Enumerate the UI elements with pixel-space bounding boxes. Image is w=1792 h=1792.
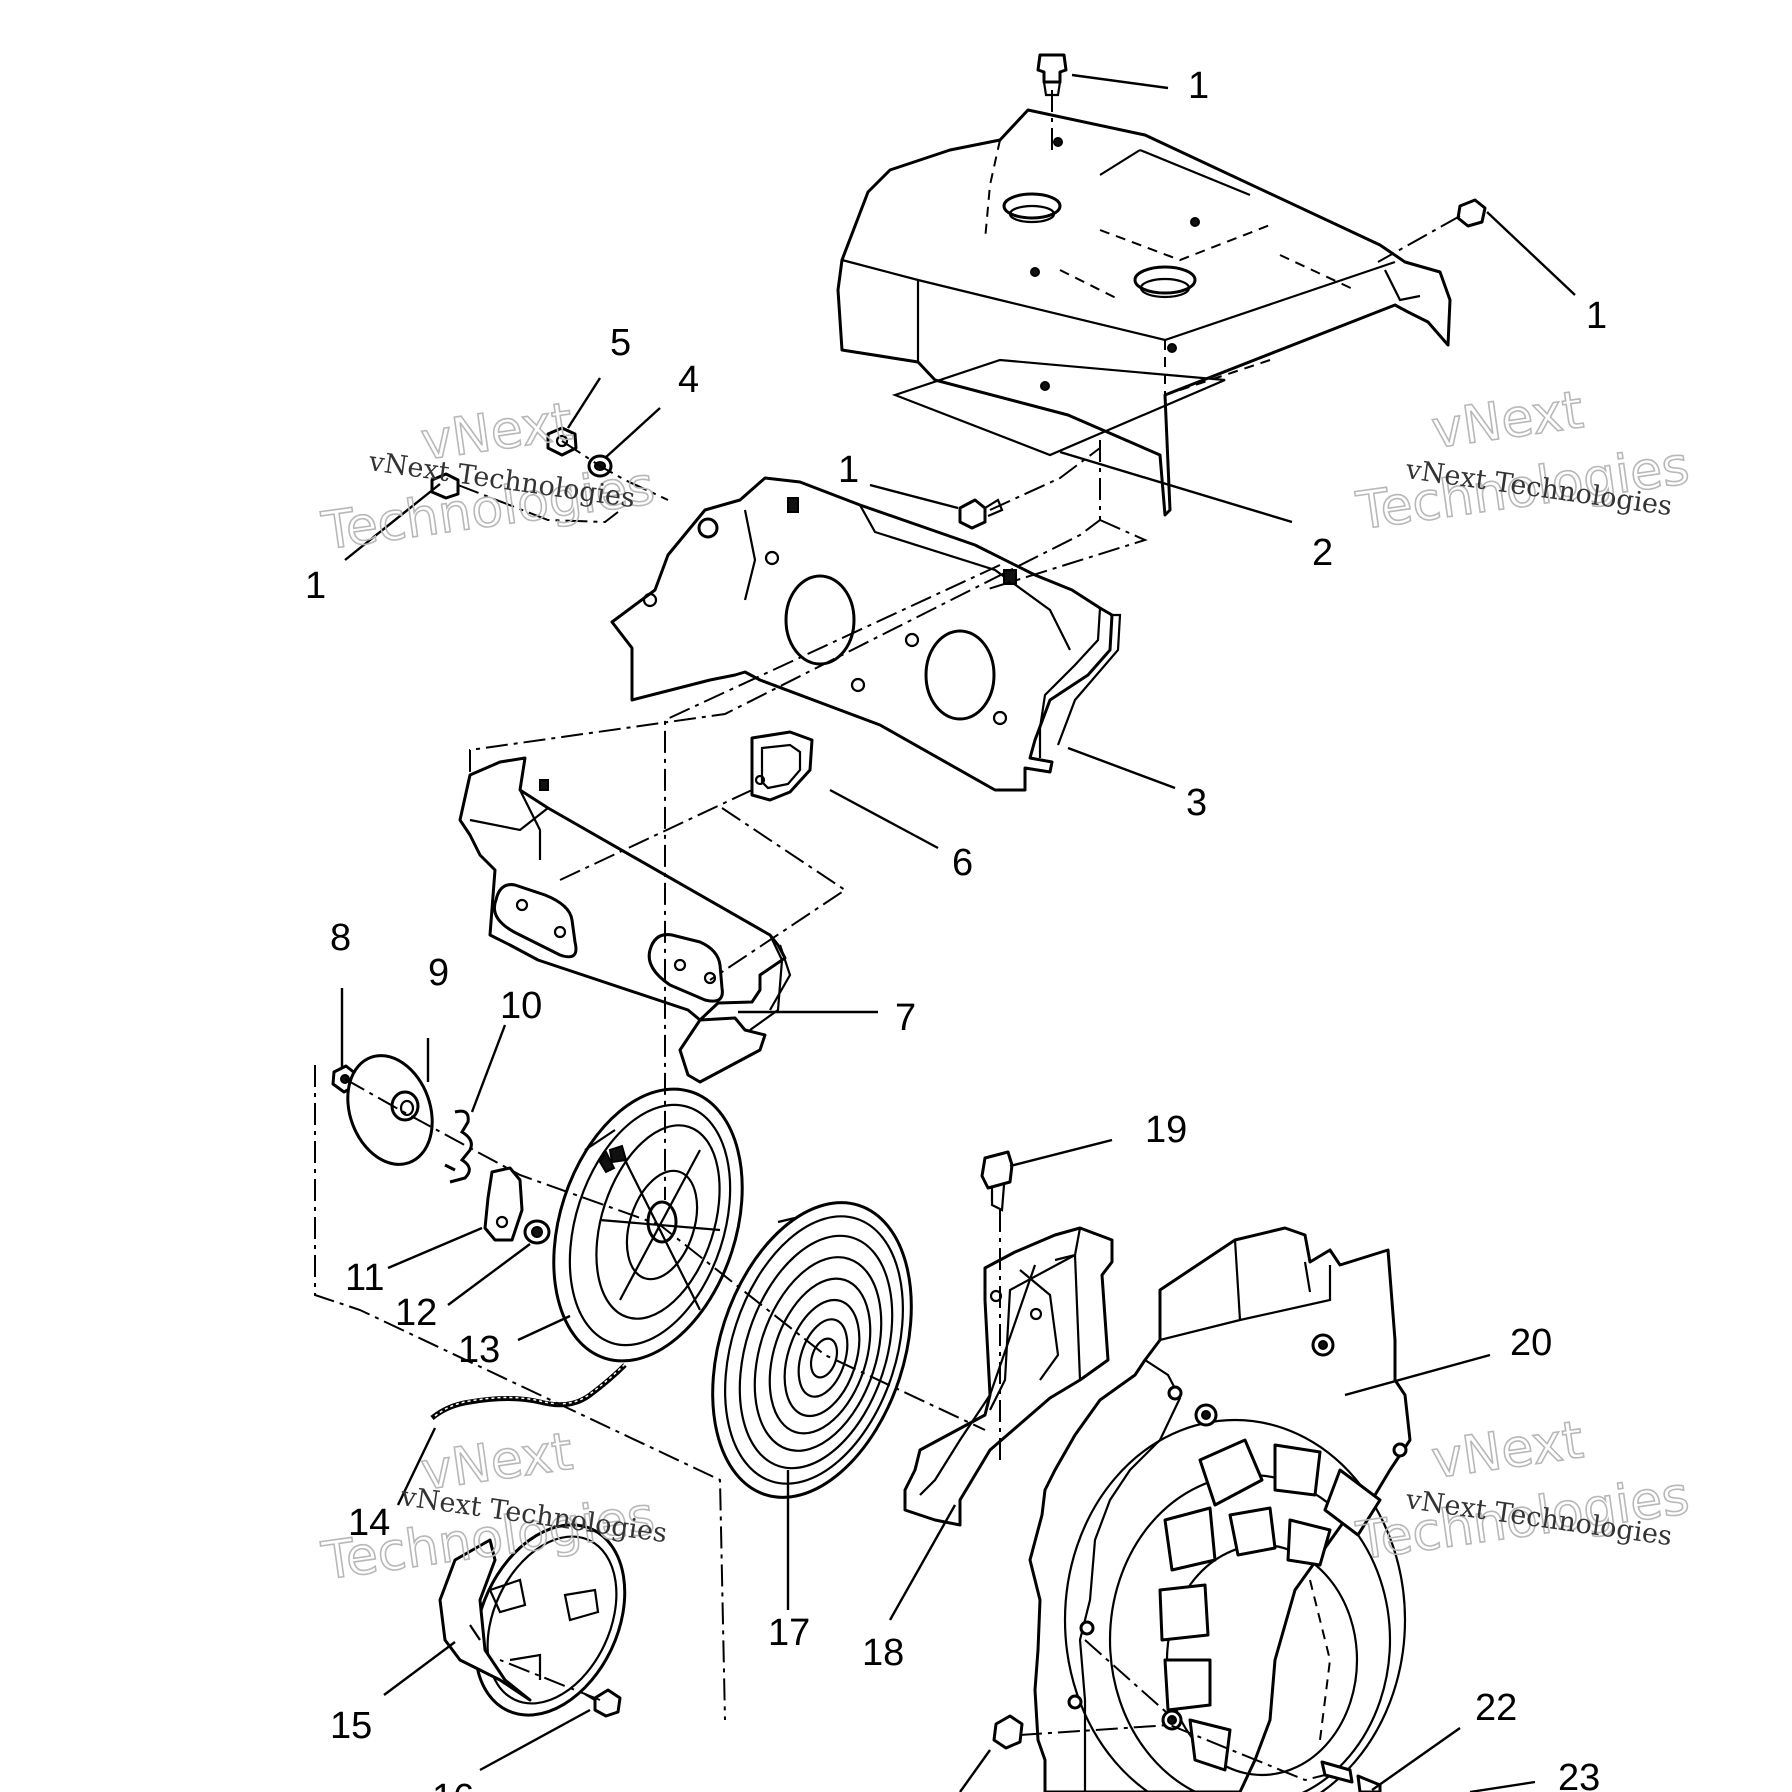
rope-part-14 <box>430 1363 627 1420</box>
callout-23: 23 <box>1558 1757 1600 1792</box>
callout-17: 17 <box>768 1612 810 1654</box>
top-shroud-part-2 <box>836 108 1452 517</box>
explosion-center-lines <box>314 90 1461 1782</box>
bolt-part-19 <box>980 1150 1014 1212</box>
callout-1-right: 1 <box>1586 295 1607 337</box>
pawl-part-11 <box>483 1166 524 1242</box>
back-plate-part-3 <box>610 476 1122 792</box>
spring-part-12 <box>523 1219 551 1245</box>
callout-16: 16 <box>432 1777 474 1792</box>
callout-22: 22 <box>1475 1687 1517 1729</box>
callout-20: 20 <box>1510 1322 1552 1364</box>
callout-10: 10 <box>500 985 542 1027</box>
bolt-1-top <box>1036 53 1068 97</box>
callout-19: 19 <box>1145 1109 1187 1151</box>
callout-2: 2 <box>1312 532 1333 574</box>
cap-plate-part-9 <box>346 1054 434 1166</box>
callout-1-top: 1 <box>1188 65 1209 107</box>
callout-13: 13 <box>458 1329 500 1371</box>
callout-4: 4 <box>678 359 699 401</box>
front-plate-part-7 <box>458 756 792 1084</box>
callout-6: 6 <box>952 842 973 884</box>
callout-14: 14 <box>348 1502 390 1544</box>
callout-12: 12 <box>395 1292 437 1334</box>
bolt-part-16 <box>584 1688 622 1718</box>
svg-text:vNext: vNext <box>1428 380 1587 461</box>
callout-15: 15 <box>330 1705 372 1747</box>
bolt-1-center <box>958 498 1004 530</box>
pulley-part-13 <box>552 1087 744 1363</box>
callout-labels: 1 1 1 1 2 3 4 5 6 7 8 9 10 11 12 13 14 1… <box>305 65 1607 1792</box>
cup-part-15 <box>438 1523 627 1717</box>
bolt-1-right <box>1456 198 1487 228</box>
callout-18: 18 <box>862 1632 904 1674</box>
svg-text:vNext: vNext <box>1428 1410 1587 1491</box>
callout-5: 5 <box>610 322 631 364</box>
callout-1-center: 1 <box>838 449 859 491</box>
callout-1-left: 1 <box>305 565 326 607</box>
bolt-1-left <box>430 472 460 500</box>
callout-8: 8 <box>330 917 351 959</box>
callout-9: 9 <box>428 952 449 994</box>
callout-7: 7 <box>895 997 916 1039</box>
spring-clip-part-10 <box>444 1109 473 1184</box>
nut-bottom-left <box>992 1714 1024 1750</box>
gasket-part-6 <box>750 730 814 802</box>
callout-3: 3 <box>1186 782 1207 824</box>
leader-lines <box>340 73 1576 1792</box>
callout-11: 11 <box>345 1257 384 1299</box>
fan-housing-part-20 <box>1028 1226 1412 1792</box>
recoil-spring-part-17 <box>711 1201 913 1499</box>
